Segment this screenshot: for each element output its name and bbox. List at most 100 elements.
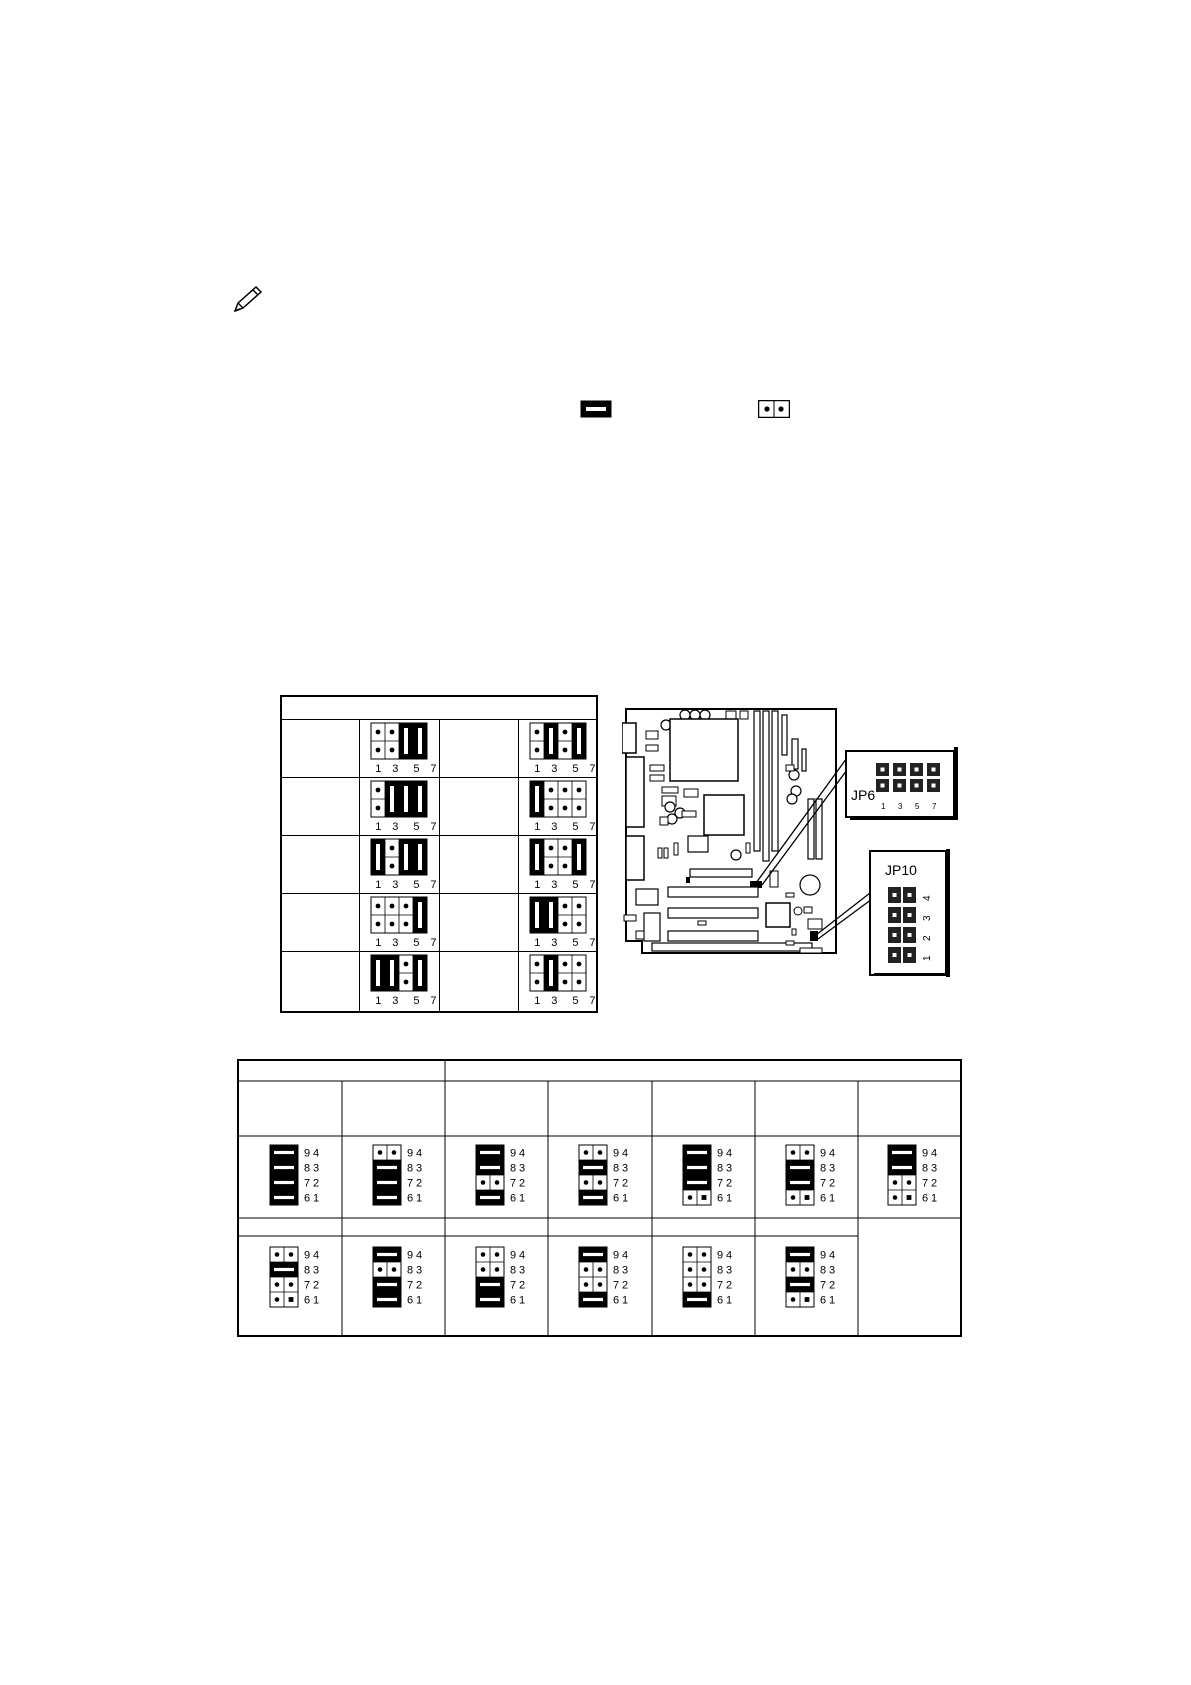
pin-label: 7 [717, 1280, 723, 1292]
pin-label: 8 [510, 1265, 516, 1277]
jumper-pin [576, 787, 582, 793]
pin-label: 2 [622, 1280, 628, 1292]
pin-label: 1 [375, 995, 381, 1007]
jumper-cap [785, 1247, 814, 1262]
pin-label: 3 [551, 879, 557, 891]
pin-label: 7 [613, 1178, 619, 1190]
jumper-pin [403, 903, 409, 909]
pin-label: 2 [622, 1178, 628, 1190]
pin-label: 7 [589, 937, 595, 949]
jumper-pin [274, 1297, 279, 1302]
jumper-cap [413, 723, 427, 759]
jumper-pin-square [804, 1195, 809, 1200]
jp10-location [810, 931, 818, 941]
pin-label: 9 [922, 1148, 928, 1160]
jumper-pin [480, 1252, 485, 1257]
jumper-pin [377, 1150, 382, 1155]
pin-label: 2 [519, 1178, 525, 1190]
pin-label: 6 [922, 1193, 928, 1205]
pin-label: 3 [622, 1163, 628, 1175]
pin-label: 2 [313, 1280, 319, 1292]
jumper-cap [682, 1145, 711, 1160]
jumper-pin [389, 845, 395, 851]
jumper-cap [372, 1160, 401, 1175]
pin-label: 3 [622, 1265, 628, 1277]
jumper-pin [576, 961, 582, 967]
pin-label: 1 [313, 1193, 319, 1205]
pin-label: 5 [572, 821, 578, 833]
jumper-cap [530, 781, 544, 817]
jumper-pin [403, 921, 409, 927]
pin-label: 4 [931, 1148, 937, 1160]
pin-label: 1 [726, 1295, 732, 1307]
jumper-cap [475, 1190, 504, 1205]
jumper-closed-icon [580, 400, 612, 418]
pin-label: 1 [519, 1193, 525, 1205]
jumper-pin-square [288, 1297, 293, 1302]
pin-label: 4 [829, 1250, 835, 1262]
pin-label: 3 [551, 937, 557, 949]
pin-label: 3 [931, 1163, 937, 1175]
pin-label: 7 [510, 1178, 516, 1190]
jumper-pin [562, 863, 568, 869]
cpu-socket [669, 718, 739, 782]
pin-label: 5 [572, 879, 578, 891]
pin-label: 7 [613, 1280, 619, 1292]
pin-label: 6 [613, 1295, 619, 1307]
jp10-pin-label: 2 [922, 935, 933, 941]
pin-label: 3 [551, 821, 557, 833]
jumper-cap [413, 955, 427, 991]
jumper-pin [906, 1180, 912, 1185]
pin-label: 2 [829, 1178, 835, 1190]
jumper-cap [399, 723, 413, 759]
pin-label: 4 [726, 1250, 732, 1262]
pin-label: 6 [717, 1295, 723, 1307]
jumper-pin [391, 1267, 396, 1272]
pin-label: 8 [613, 1265, 619, 1277]
jumper-pin [494, 1252, 499, 1257]
pin-label: 2 [829, 1280, 835, 1292]
pin-label: 7 [430, 879, 436, 891]
pin-label: 8 [717, 1163, 723, 1175]
pin-label: 5 [572, 995, 578, 1007]
jumper-pin [534, 747, 540, 753]
pin-label: 3 [551, 763, 557, 775]
jumper-cap [785, 1277, 814, 1292]
jumper-cap [269, 1175, 298, 1190]
pin-label: 3 [416, 1163, 422, 1175]
pin-label: 6 [407, 1295, 413, 1307]
jumper-pin [583, 1282, 589, 1287]
jumper-cap [371, 839, 385, 875]
table-header [282, 697, 596, 720]
pin-label: 5 [572, 937, 578, 949]
jumper-pin [562, 961, 568, 967]
pin-label: 2 [416, 1280, 422, 1292]
jumper-pin [391, 1150, 396, 1155]
pin-label: 3 [392, 879, 398, 891]
pin-label: 1 [534, 763, 540, 775]
pin-label: 7 [717, 1178, 723, 1190]
jumper-pin [548, 805, 554, 811]
jumper-pin [480, 1267, 485, 1272]
jumper-pin [597, 1180, 603, 1185]
jumper-cap [385, 955, 399, 991]
jumper-pin-square [906, 1195, 912, 1200]
pin-label: 1 [534, 995, 540, 1007]
pin-label: 3 [416, 1265, 422, 1277]
pin-label: 8 [820, 1265, 826, 1277]
pin-label: 9 [510, 1148, 516, 1160]
pin-label: 1 [534, 879, 540, 891]
pin-label: 8 [613, 1163, 619, 1175]
pin-label: 7 [430, 937, 436, 949]
jumper-pin [274, 1252, 279, 1257]
